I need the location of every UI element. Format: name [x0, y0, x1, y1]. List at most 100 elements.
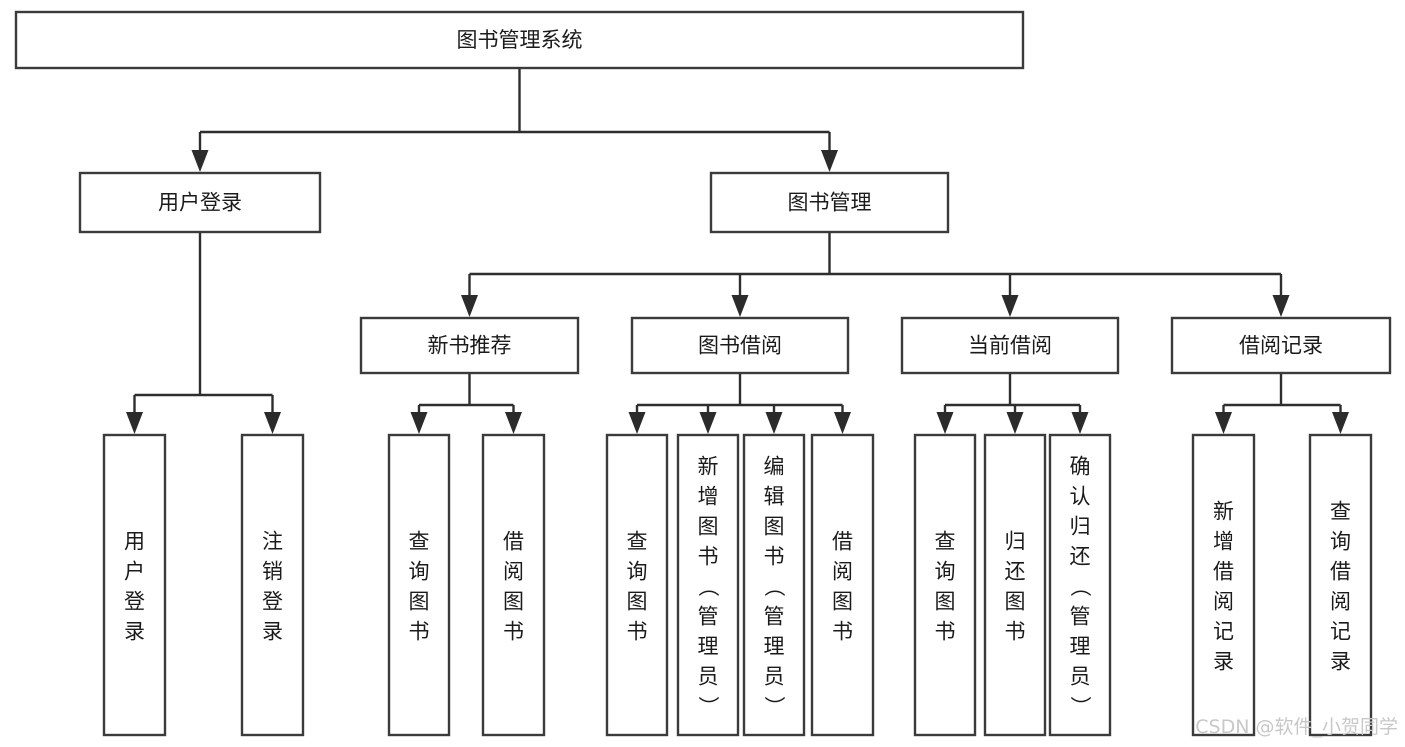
- node-label-leaf-add-book-char-5: 管: [698, 604, 719, 628]
- node-label-leaf-query-book-3-char-0: 查: [935, 529, 956, 553]
- node-box-leaf-query-book-2[interactable]: [605, 433, 669, 737]
- node-box-root[interactable]: [14, 10, 1025, 70]
- arrow-head-leaf-borrow-book-1: [505, 412, 522, 434]
- arrow-head-current-borrow: [1001, 295, 1019, 317]
- node-label-leaf-logout-char-3: 录: [262, 619, 283, 643]
- arrow-head-new-book-rec: [461, 295, 478, 317]
- node-label-leaf-query-record-char-3: 阅: [1330, 589, 1351, 613]
- node-box-leaf-confirm-return[interactable]: [1048, 433, 1112, 737]
- node-label-root: 图书管理系统: [457, 28, 583, 52]
- node-box-leaf-edit-book[interactable]: [742, 433, 806, 737]
- node-label-leaf-query-record-char-2: 借: [1330, 559, 1351, 583]
- node-box-new-book-rec[interactable]: [359, 316, 580, 375]
- node-label-leaf-add-book-char-0: 新: [698, 454, 719, 478]
- node-root[interactable]: 图书管理系统: [14, 10, 1025, 70]
- node-label-leaf-query-book-1-char-1: 询: [409, 559, 430, 583]
- node-label-leaf-add-record-char-0: 新: [1213, 499, 1234, 523]
- node-label-leaf-logout-char-2: 登: [262, 589, 283, 613]
- node-box-leaf-borrow-book-2[interactable]: [810, 433, 875, 737]
- node-box-book-borrow[interactable]: [630, 316, 850, 375]
- connector-group-book-manage: [461, 232, 1290, 317]
- node-label-user-login: 用户登录: [158, 191, 242, 215]
- node-current-borrow[interactable]: 当前借阅: [900, 316, 1120, 375]
- node-leaf-user-login[interactable]: 用户登录: [102, 433, 167, 737]
- node-label-leaf-borrow-book-2-char-3: 书: [832, 619, 853, 643]
- node-label-leaf-edit-book-char-8: ）: [762, 696, 786, 717]
- node-box-book-manage[interactable]: [709, 171, 950, 234]
- node-label-leaf-user-login-char-0: 用: [124, 529, 145, 553]
- node-label-leaf-add-book-char-3: 书: [698, 544, 719, 568]
- node-new-book-rec[interactable]: 新书推荐: [359, 316, 580, 375]
- node-label-leaf-borrow-book-2-char-2: 图: [832, 589, 853, 613]
- connector-group-user-login: [126, 232, 281, 434]
- node-book-borrow[interactable]: 图书借阅: [630, 316, 850, 375]
- node-box-leaf-user-login[interactable]: [102, 433, 167, 737]
- arrow-head-book-borrow: [731, 295, 749, 317]
- connector-group-book-borrow: [628, 373, 851, 434]
- node-box-leaf-add-book[interactable]: [676, 433, 740, 737]
- node-label-leaf-user-login-char-2: 登: [124, 589, 145, 613]
- node-user-login[interactable]: 用户登录: [78, 171, 322, 234]
- arrow-head-book-manage: [821, 150, 838, 172]
- arrow-head-leaf-query-book-3: [936, 412, 954, 434]
- node-label-leaf-edit-book-char-5: 管: [764, 604, 785, 628]
- node-label-leaf-borrow-book-1-char-1: 阅: [503, 559, 524, 583]
- node-label-leaf-user-login-char-1: 户: [124, 559, 145, 583]
- node-box-leaf-add-record[interactable]: [1191, 433, 1256, 737]
- arrow-head-leaf-borrow-book-2: [834, 412, 851, 434]
- connector-group-current-borrow: [936, 373, 1089, 434]
- node-label-leaf-add-record-char-2: 借: [1213, 559, 1234, 583]
- node-box-leaf-borrow-book-1[interactable]: [481, 433, 546, 737]
- node-label-leaf-return-book-char-1: 还: [1005, 559, 1026, 583]
- node-book-manage[interactable]: 图书管理: [709, 171, 950, 234]
- node-label-leaf-edit-book-char-6: 理: [764, 634, 785, 658]
- node-borrow-record[interactable]: 借阅记录: [1170, 316, 1392, 375]
- node-label-current-borrow: 当前借阅: [968, 334, 1052, 358]
- csdn-watermark: CSDN @软件_小贺同学: [1195, 716, 1398, 738]
- node-label-leaf-add-book-char-6: 理: [698, 634, 719, 658]
- node-label-leaf-borrow-book-2-char-1: 阅: [832, 559, 853, 583]
- node-label-leaf-query-book-2-char-2: 图: [627, 589, 648, 613]
- node-label-leaf-return-book-char-0: 归: [1005, 529, 1026, 553]
- node-box-leaf-query-book-3[interactable]: [913, 433, 977, 737]
- arrow-head-leaf-add-record: [1215, 412, 1232, 434]
- node-label-book-borrow: 图书借阅: [698, 334, 782, 358]
- node-label-leaf-query-book-3-char-1: 询: [935, 559, 956, 583]
- node-label-leaf-borrow-book-1-char-2: 图: [503, 589, 524, 613]
- node-label-leaf-query-book-1-char-0: 查: [409, 529, 430, 553]
- node-label-leaf-borrow-book-1-char-3: 书: [503, 619, 524, 643]
- node-box-user-login[interactable]: [78, 171, 322, 234]
- node-label-leaf-borrow-book-2-char-0: 借: [832, 529, 853, 553]
- node-box-leaf-return-book[interactable]: [983, 433, 1047, 737]
- node-label-leaf-query-record-char-5: 录: [1330, 649, 1351, 673]
- node-label-borrow-record: 借阅记录: [1239, 334, 1323, 358]
- node-box-leaf-query-book-1[interactable]: [387, 433, 451, 737]
- arrow-head-borrow-record: [1272, 295, 1290, 317]
- node-box-current-borrow[interactable]: [900, 316, 1120, 375]
- node-label-leaf-logout-char-0: 注: [262, 529, 283, 553]
- node-label-leaf-query-book-1-char-3: 书: [409, 619, 430, 643]
- arrow-head-leaf-query-book-1: [410, 412, 428, 434]
- node-label-leaf-edit-book-char-3: 书: [764, 544, 785, 568]
- node-label-leaf-confirm-return-char-5: 管: [1070, 604, 1091, 628]
- node-box-leaf-query-record[interactable]: [1308, 433, 1373, 737]
- node-label-leaf-confirm-return-char-0: 确: [1070, 454, 1091, 478]
- node-box-leaf-logout[interactable]: [240, 433, 305, 737]
- node-box-borrow-record[interactable]: [1170, 316, 1392, 375]
- node-label-leaf-confirm-return-char-2: 归: [1070, 514, 1091, 538]
- node-label-leaf-add-record-char-5: 录: [1213, 649, 1234, 673]
- node-label-leaf-edit-book-char-0: 编: [764, 454, 785, 478]
